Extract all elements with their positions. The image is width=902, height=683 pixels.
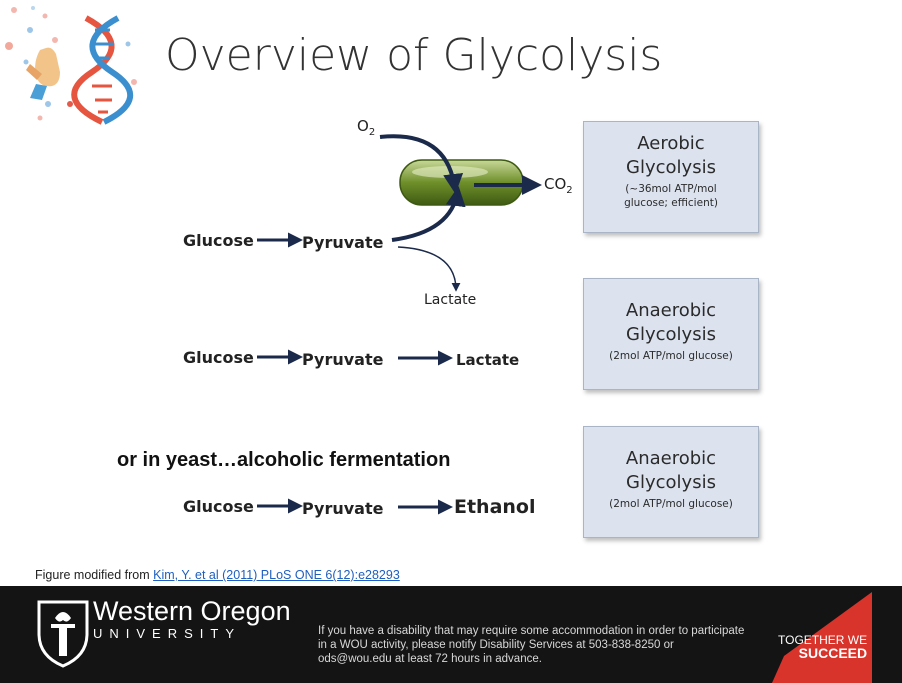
- box-title-line1: Anaerobic: [625, 448, 717, 469]
- citation-link[interactable]: Kim, Y. et al (2011) PLoS ONE 6(12):e282…: [153, 568, 400, 582]
- hand-icon: [26, 47, 60, 100]
- row2-pyruvate: Pyruvate: [302, 350, 384, 369]
- o2-arrow: [379, 134, 464, 194]
- dna-helix-icon: [71, 15, 133, 125]
- lactate-side-label: Lactate: [424, 292, 477, 308]
- o2-label: O2: [357, 117, 376, 138]
- mitochondrion-icon: [399, 159, 524, 206]
- slogan: TOGETHER WE SUCCEED: [778, 633, 868, 661]
- box-title-line1: Anaerobic: [625, 300, 717, 321]
- disability-notice: If you have a disability that may requir…: [318, 625, 745, 665]
- yeast-heading: or in yeast…alcoholic fermentation: [117, 449, 451, 471]
- university-sub: UNIVERSITY: [93, 626, 242, 641]
- university-logo-text: Western Oregon UNIVERSITY: [93, 596, 291, 642]
- footer: Western Oregon UNIVERSITY If you have a …: [0, 586, 902, 683]
- co2-label: CO2: [544, 175, 573, 196]
- caption-prefix: Figure modified from: [35, 568, 154, 582]
- row1-glucose: Glucose: [183, 231, 254, 250]
- slide-title: Overview of Glycolysis: [165, 30, 663, 81]
- dna-illustration: [5, 6, 137, 125]
- anaerobic-glycolysis-box-2: Anaerobic Glycolysis (2mol ATP/mol gluco…: [583, 426, 759, 538]
- box-title-line1: Aerobic: [637, 133, 705, 154]
- box-detail: (~36mol ATP/mol glucose; efficient): [624, 183, 718, 209]
- anaerobic-glycolysis-box-1: Anaerobic Glycolysis (2mol ATP/mol gluco…: [583, 278, 759, 390]
- row3-glucose: Glucose: [183, 497, 254, 516]
- box-title-line2: Glycolysis: [626, 324, 716, 345]
- university-name: Western Oregon: [93, 596, 291, 626]
- box-detail: (2mol ATP/mol glucose): [609, 498, 733, 510]
- red-accent-shape: [772, 592, 872, 683]
- torch-shield-icon: [37, 600, 89, 668]
- row3-pyruvate: Pyruvate: [302, 499, 384, 518]
- slogan-line1: TOGETHER WE: [778, 633, 868, 647]
- box-detail: (2mol ATP/mol glucose): [609, 350, 733, 362]
- box-title-line2: Glycolysis: [626, 157, 716, 178]
- row2-product: Lactate: [456, 351, 520, 369]
- row1-pyruvate: Pyruvate: [302, 233, 384, 252]
- row2-glucose: Glucose: [183, 348, 254, 367]
- pyruvate-to-mito-arrow: [391, 186, 466, 242]
- lactate-arrow: [397, 246, 461, 292]
- box-title-line2: Glycolysis: [626, 472, 716, 493]
- figure-caption: Figure modified from Kim, Y. et al (2011…: [35, 568, 400, 582]
- aerobic-glycolysis-box: Aerobic Glycolysis (~36mol ATP/mol gluco…: [583, 121, 759, 233]
- slogan-line2: SUCCEED: [798, 645, 868, 661]
- row3-product: Ethanol: [454, 496, 536, 518]
